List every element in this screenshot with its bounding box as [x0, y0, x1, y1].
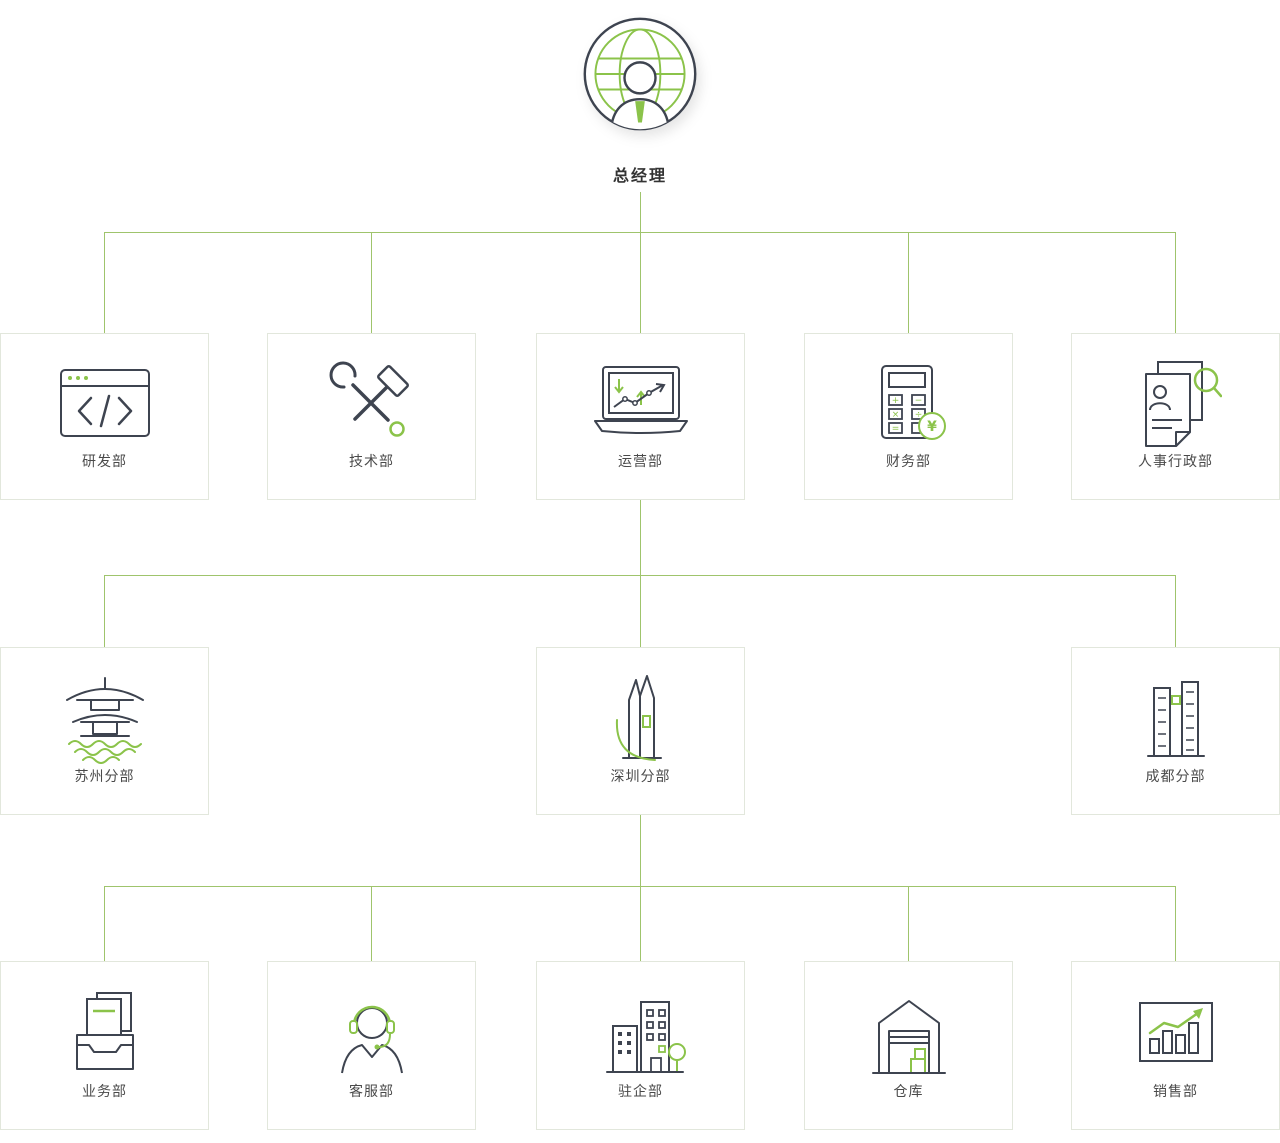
connector-bus-level4 [104, 886, 1175, 887]
connector-drop-service [371, 886, 372, 961]
node-operations-dept[interactable]: 运营部 [536, 333, 745, 500]
svg-text:−: − [914, 396, 922, 406]
node-label: 技术部 [349, 454, 394, 470]
skyscraper-icon [593, 670, 689, 766]
connector-drop-chengdu [1175, 575, 1176, 647]
svg-text:=: = [891, 424, 899, 434]
node-label: 业务部 [82, 1084, 127, 1100]
node-general-manager[interactable]: 总经理 [540, 12, 740, 186]
connector-bus-level3 [104, 575, 1175, 576]
connector-drop-operations [640, 232, 641, 333]
resume-search-icon [1130, 356, 1222, 451]
connector-root-stem [640, 192, 641, 232]
node-suzhou-branch[interactable]: 苏州分部 [0, 647, 209, 815]
node-business-dept[interactable]: 业务部 [0, 961, 209, 1130]
node-label: 仓库 [893, 1084, 924, 1100]
node-warehouse[interactable]: 仓库 [804, 961, 1013, 1130]
twin-towers-icon [1128, 670, 1224, 766]
general-manager-globe-icon [540, 12, 740, 140]
pagoda-water-icon [53, 670, 157, 766]
buildings-tree-icon [593, 984, 689, 1081]
node-label: 人事行政部 [1138, 454, 1213, 470]
laptop-chart-icon [587, 356, 695, 451]
calculator-yen-icon: + − × ÷ = ¥ [866, 356, 952, 451]
documents-tray-icon [57, 984, 153, 1081]
root-label: 总经理 [612, 166, 667, 185]
sales-growth-chart-icon [1130, 984, 1222, 1081]
svg-text:÷: ÷ [914, 410, 922, 420]
node-label: 苏州分部 [74, 769, 135, 785]
connector-operations-stem [640, 500, 641, 575]
connector-drop-finance [908, 232, 909, 333]
node-label: 销售部 [1153, 1084, 1198, 1100]
node-finance-dept[interactable]: + − × ÷ = ¥ 财务部 [804, 333, 1013, 500]
node-shenzhen-branch[interactable]: 深圳分部 [536, 647, 745, 815]
node-label: 深圳分部 [610, 769, 671, 785]
connector-shenzhen-stem [640, 815, 641, 886]
connector-drop-business [104, 886, 105, 961]
node-tech-dept[interactable]: 技术部 [267, 333, 476, 500]
svg-text:+: + [891, 396, 899, 406]
node-hr-admin-dept[interactable]: 人事行政部 [1071, 333, 1280, 500]
warehouse-boxes-icon [863, 984, 955, 1081]
svg-text:×: × [891, 410, 899, 420]
node-resident-enterprise-dept[interactable]: 驻企部 [536, 961, 745, 1130]
code-window-icon [59, 356, 151, 451]
node-label: 成都分部 [1145, 769, 1206, 785]
node-chengdu-branch[interactable]: 成都分部 [1071, 647, 1280, 815]
connector-bus-level2 [104, 232, 1175, 233]
connector-drop-shenzhen [640, 575, 641, 647]
node-label: 运营部 [618, 454, 663, 470]
connector-drop-tech [371, 232, 372, 333]
node-label: 驻企部 [618, 1084, 663, 1100]
node-label: 研发部 [82, 454, 127, 470]
headset-agent-icon [324, 984, 420, 1081]
connector-drop-sales [1175, 886, 1176, 961]
node-label: 客服部 [349, 1084, 394, 1100]
connector-drop-suzhou [104, 575, 105, 647]
connector-drop-warehouse [908, 886, 909, 961]
connector-drop-rd [104, 232, 105, 333]
connector-drop-resident [640, 886, 641, 961]
connector-drop-hr [1175, 232, 1176, 333]
node-customer-service-dept[interactable]: 客服部 [267, 961, 476, 1130]
wrench-hammer-icon [327, 356, 417, 451]
svg-text:¥: ¥ [927, 419, 937, 435]
node-label: 财务部 [886, 454, 931, 470]
node-rd-dept[interactable]: 研发部 [0, 333, 209, 500]
node-sales-dept[interactable]: 销售部 [1071, 961, 1280, 1130]
